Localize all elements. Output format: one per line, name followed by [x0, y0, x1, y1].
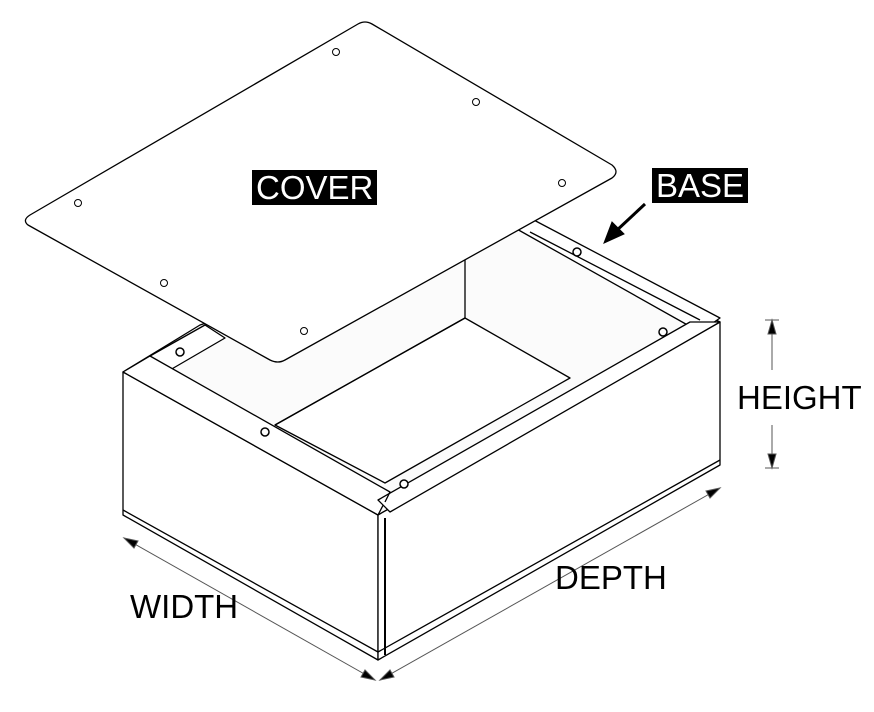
base-pointer-arrow: [603, 202, 647, 244]
arrowhead: [360, 669, 377, 681]
arrowhead: [122, 537, 139, 549]
arrowhead: [767, 318, 777, 335]
arrowhead: [767, 453, 777, 470]
depth-dimension-line: [379, 487, 721, 681]
cover-holes: [74, 48, 566, 335]
width-dimension-line: [123, 537, 376, 681]
base-label: BASE: [652, 168, 749, 203]
arrowhead: [378, 669, 395, 681]
arrowhead: [705, 487, 722, 499]
screw-holes: [175, 247, 668, 489]
height-label: HEIGHT: [737, 379, 862, 416]
width-label: WIDTH: [130, 588, 239, 625]
right-flange: [377, 321, 721, 513]
cover-label: COVER: [252, 170, 378, 205]
depth-label: DEPTH: [555, 559, 667, 596]
